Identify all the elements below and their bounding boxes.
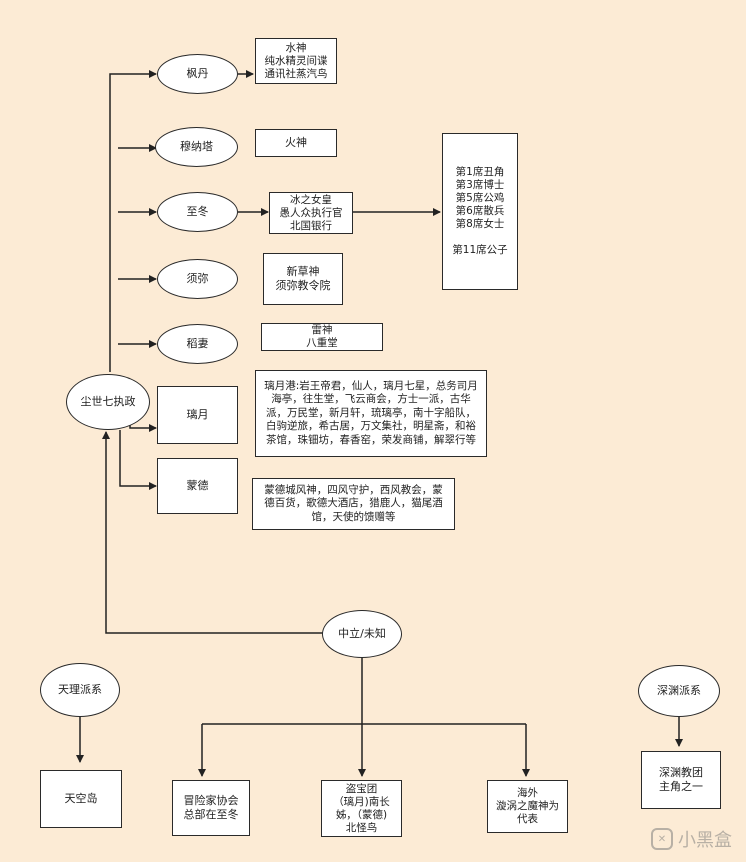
nation-zhidong[interactable]: 至冬: [157, 192, 238, 232]
heybox-logo-icon: ✕: [651, 828, 673, 850]
harbingers-box: 第1席丑角 第3席博士 第5席公鸡 第6席散兵 第8席女士 第11席公子: [442, 133, 518, 290]
xumi-box: 新草神 须弥教令院: [263, 253, 343, 305]
liyue-box: 璃月港:岩王帝君，仙人，璃月七星，总务司月海亭，往生堂，飞云商会，方士一派，古华…: [255, 370, 487, 457]
nation-mengde-ta[interactable]: 穆纳塔: [155, 127, 238, 167]
nation-xumi[interactable]: 须弥: [157, 259, 238, 299]
shenyuan-faction[interactable]: 深渊派系: [638, 665, 720, 717]
mengde-ta-box: 火神: [255, 129, 337, 157]
adventurers-box: 冒险家协会 总部在至冬: [172, 780, 250, 836]
daoqi-box: 雷神 八重堂: [261, 323, 383, 351]
nation-daoqi[interactable]: 稻妻: [157, 324, 238, 364]
arrow-to-mengde: [119, 430, 157, 490]
tiankong-box: 天空岛: [40, 770, 122, 828]
nation-mengde[interactable]: 蒙德: [157, 458, 238, 514]
arrow-neutral-center: [102, 431, 325, 634]
fengdan-box: 水神 纯水精灵间谍 通讯社蒸汽鸟: [255, 38, 337, 84]
watermark: ✕ 小黑盒: [651, 826, 732, 852]
tianli-faction[interactable]: 天理派系: [40, 663, 120, 717]
treasure-hoarders-box: 盗宝团 （璃月)南长 姊，（蒙德) 北怪鸟: [321, 780, 402, 837]
neutral-node[interactable]: 中立/未知: [322, 610, 402, 658]
overseas-box: 海外 漩涡之魔神为 代表: [487, 780, 568, 833]
center-seven-archons[interactable]: 尘世七执政: [66, 374, 150, 430]
mengde-box: 蒙德城风神，四风守护，西风教会，蒙德百货，歌德大酒店，猎鹿人，猫尾酒馆，天使的馈…: [252, 478, 455, 530]
nation-fengdan[interactable]: 枫丹: [157, 54, 238, 94]
zhidong-box: 冰之女皇 愚人众执行官 北国银行: [269, 192, 353, 234]
arrow-to-liyue: [129, 424, 157, 432]
nation-liyue[interactable]: 璃月: [157, 386, 238, 444]
trunk-line: [109, 70, 157, 372]
watermark-text: 小黑盒: [678, 830, 732, 851]
abyss-order-box: 深渊教团 主角之一: [641, 751, 721, 809]
